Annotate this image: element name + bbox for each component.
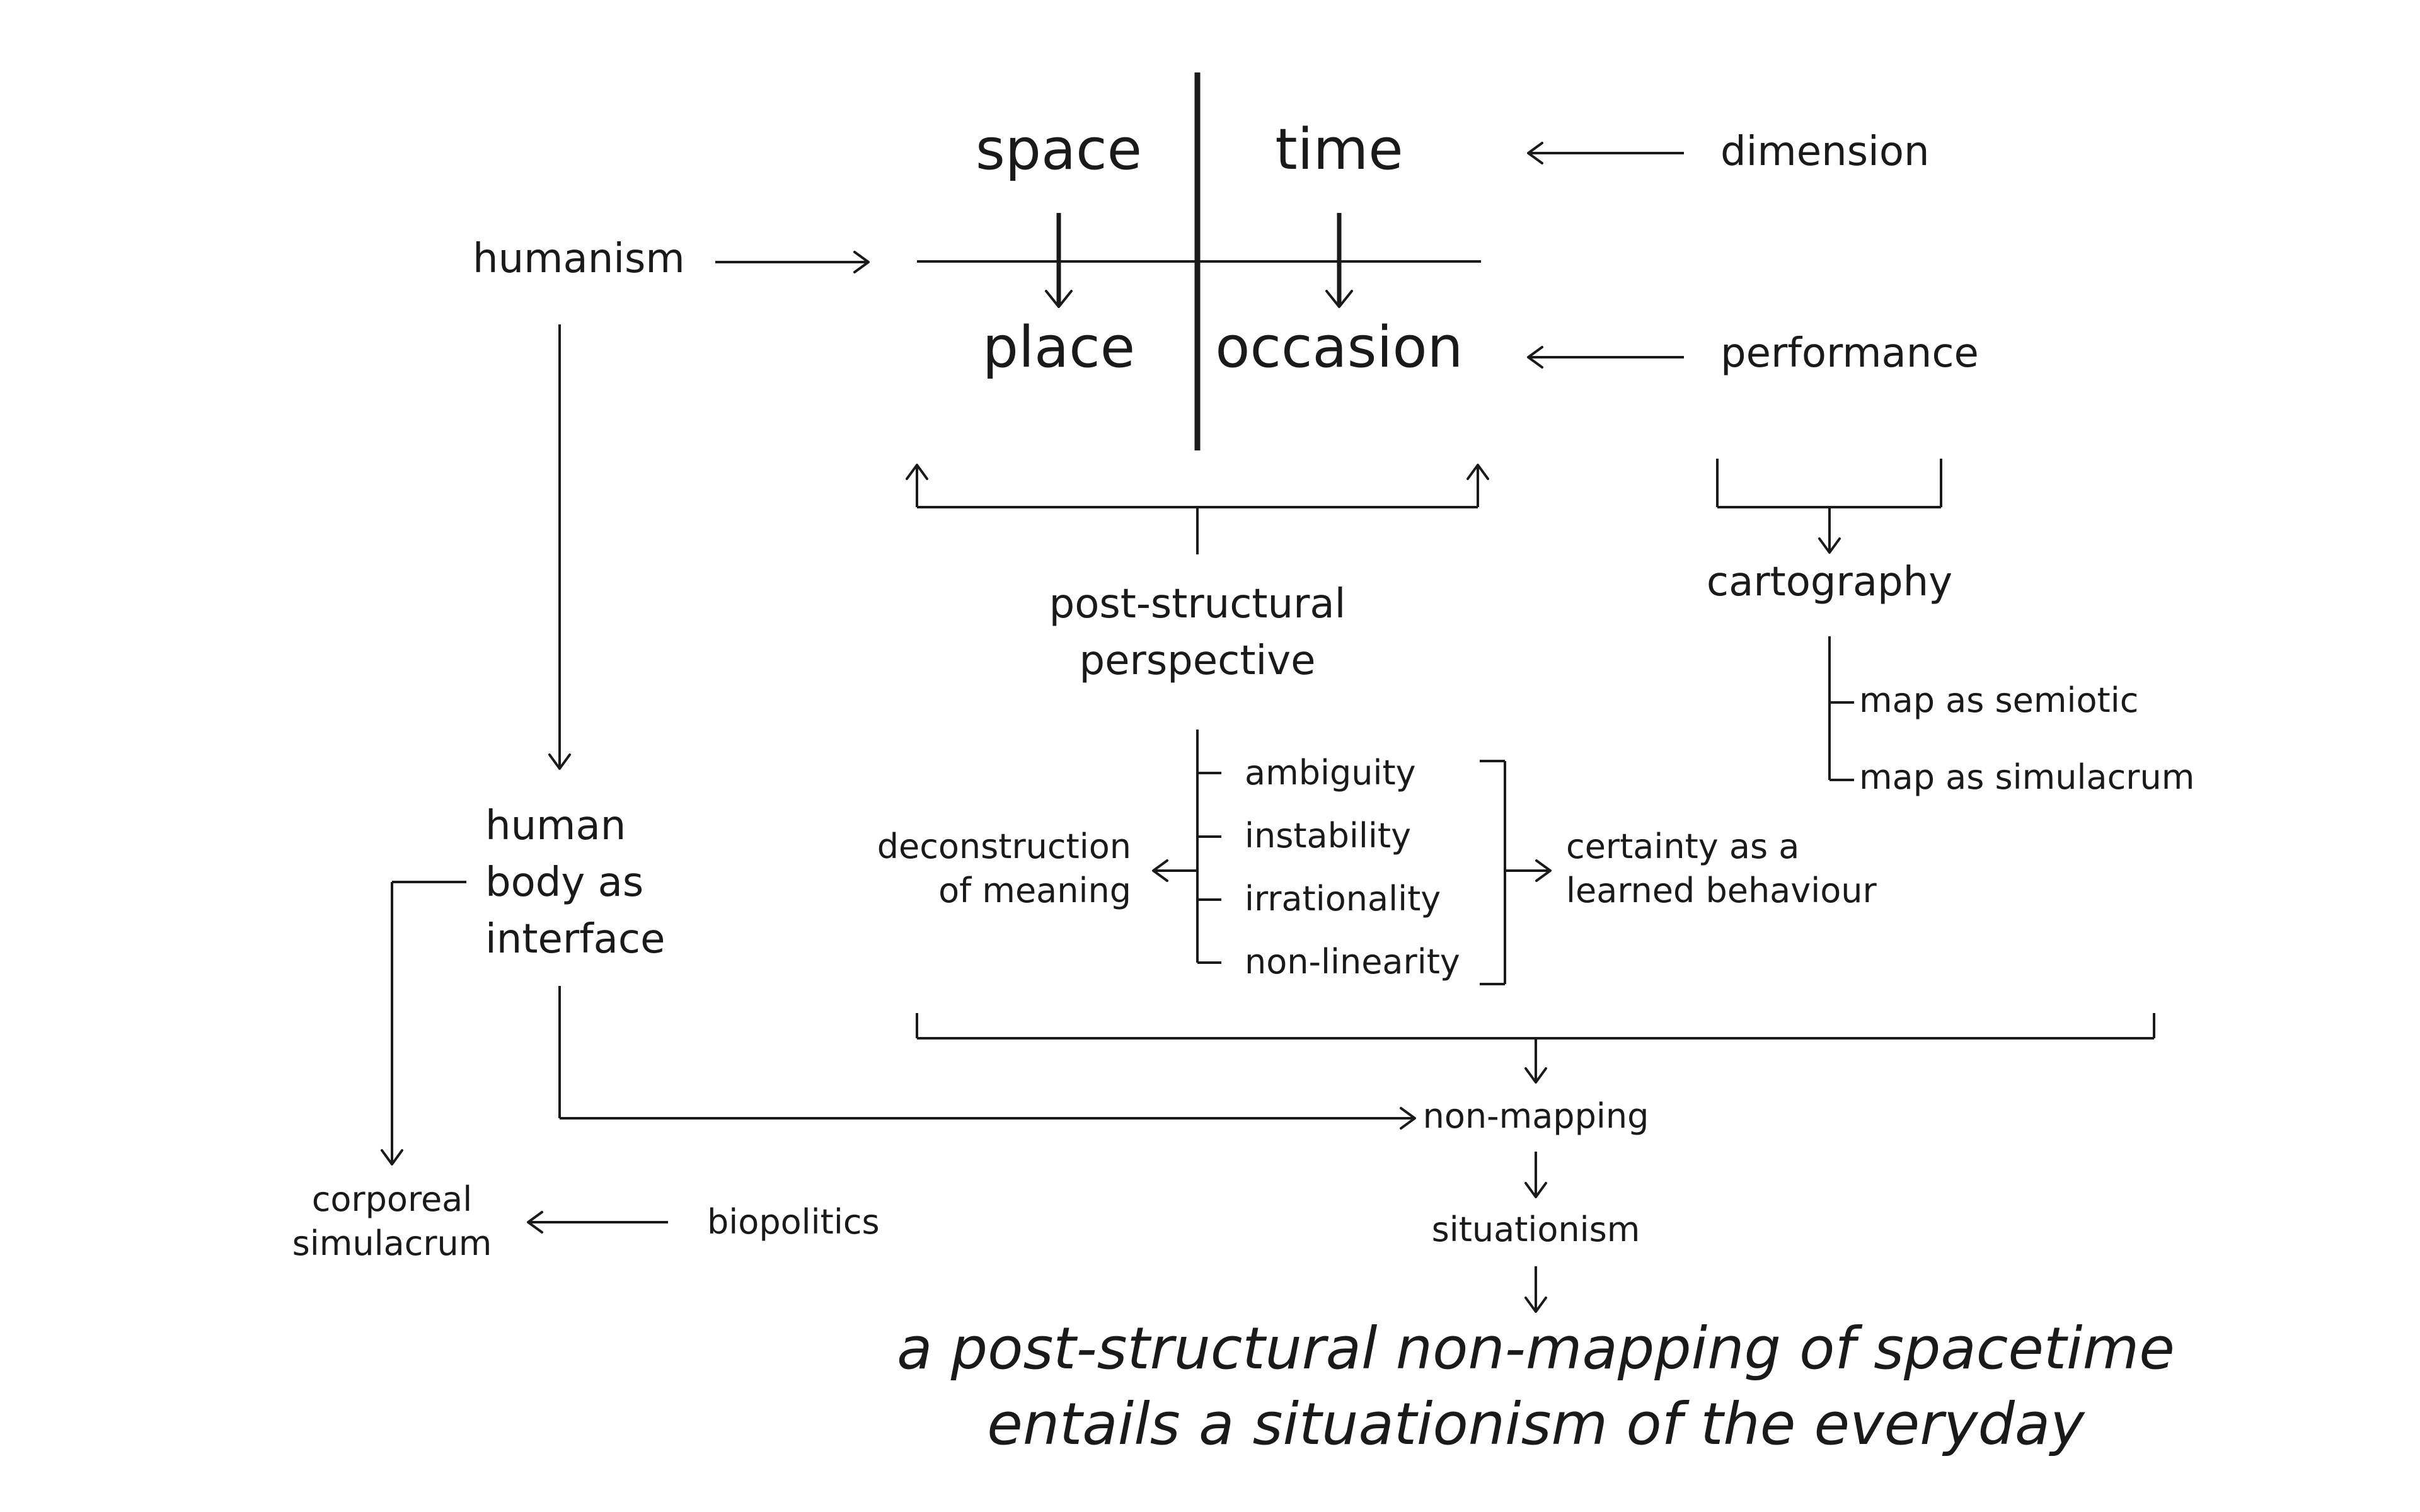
performance-arrow — [1527, 346, 1684, 369]
situationism-label: situationism — [1432, 1210, 1640, 1249]
ambiguity-label: ambiguity — [1245, 753, 1416, 793]
dimension-label: dimension — [1720, 129, 1930, 175]
humanism-label: humanism — [473, 236, 685, 282]
deconstruction-label-line1: deconstruction — [877, 827, 1131, 866]
conclusion-line1: a post-structural non-mapping of spaceti… — [897, 1315, 2175, 1382]
body-to-corporeal-arrow — [381, 881, 466, 1166]
instability-label: instability — [1245, 816, 1411, 856]
non-mapping-bracket — [916, 1013, 2155, 1084]
map-tree — [1828, 636, 1854, 781]
map-as-semiotic-label: map as semiotic — [1859, 680, 2138, 720]
cartography-bracket — [1716, 459, 1942, 554]
human-body-label-line2: body as — [485, 859, 643, 906]
place-label: place — [982, 314, 1135, 381]
deconstruction-arrow — [1152, 859, 1197, 882]
body-to-non-mapping-arrow — [558, 986, 1416, 1130]
post-structural-label-line2: perspective — [1080, 638, 1316, 684]
occasion-label: occasion — [1215, 314, 1463, 381]
biopolitics-label: biopolitics — [707, 1202, 880, 1242]
post-structural-bracket — [906, 464, 1489, 554]
non-mapping-label: non-mapping — [1423, 1096, 1649, 1136]
performance-label: performance — [1720, 330, 1979, 377]
map-as-simulacrum-label: map as simulacrum — [1859, 757, 2194, 797]
humanism-to-body-arrow — [548, 324, 571, 770]
situationism-to-conclusion-arrow — [1524, 1266, 1547, 1313]
certainty-label-line2: learned behaviour — [1566, 871, 1877, 910]
certainty-label-line1: certainty as a — [1566, 827, 1799, 866]
non-mapping-to-situationism-arrow — [1524, 1152, 1547, 1198]
time-to-occasion-arrow — [1325, 213, 1353, 308]
post-structural-tree — [1196, 730, 1221, 964]
human-body-label-line3: interface — [485, 916, 665, 963]
humanism-arrow — [715, 251, 870, 273]
space-label: space — [976, 117, 1142, 183]
corporeal-label-line2: simulacrum — [292, 1223, 492, 1263]
deconstruction-label-line2: of meaning — [938, 871, 1131, 910]
dimension-arrow — [1527, 142, 1684, 164]
certainty-bracket — [1480, 760, 1552, 985]
corporeal-label-line1: corporeal — [312, 1179, 473, 1219]
irrationality-label: irrationality — [1245, 879, 1441, 919]
conclusion-line2: entails a situationism of the everyday — [987, 1390, 2085, 1458]
cartography-label: cartography — [1707, 559, 1952, 605]
non-linearity-label: non-linearity — [1245, 942, 1460, 982]
post-structural-label-line1: post-structural — [1049, 581, 1346, 627]
human-body-label-line1: human — [485, 803, 626, 849]
time-label: time — [1275, 117, 1403, 183]
space-to-place-arrow — [1045, 213, 1073, 308]
biopolitics-arrow — [527, 1211, 668, 1234]
